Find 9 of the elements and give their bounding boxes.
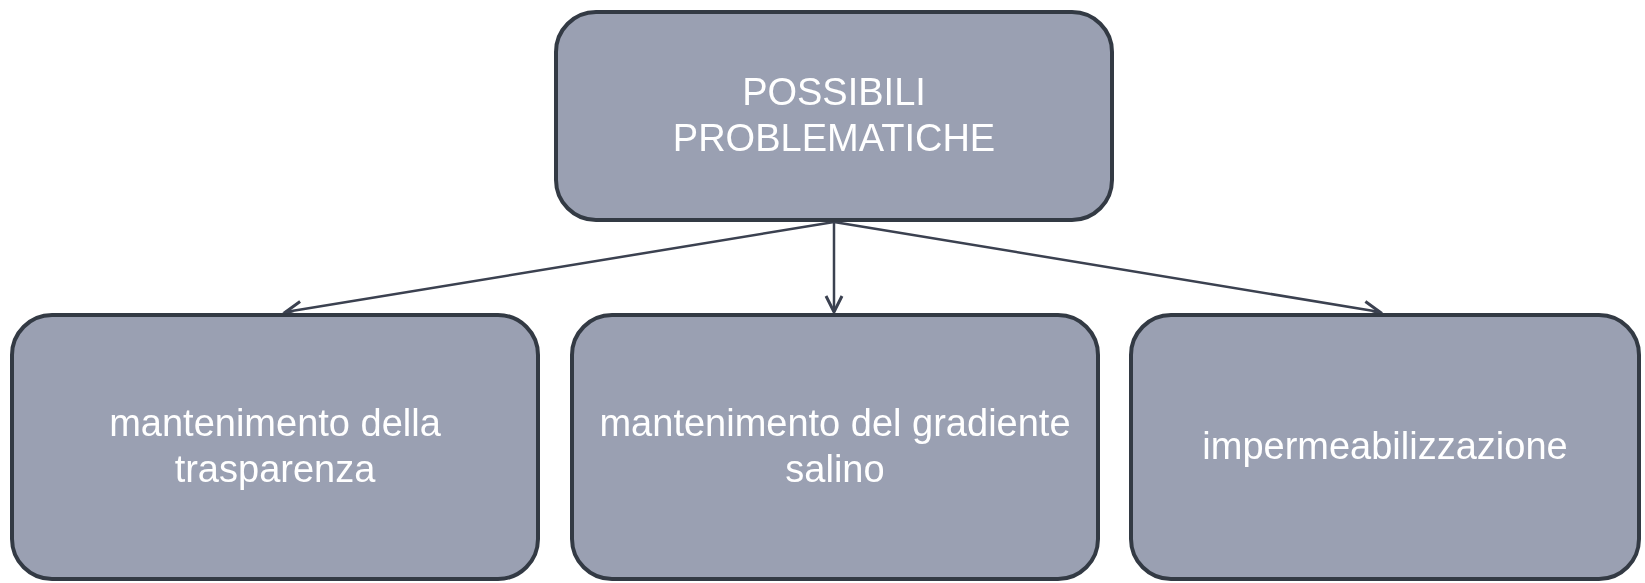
category-box <box>1129 313 1641 581</box>
box-text: mantenimento del gradiente salino <box>598 401 1072 492</box>
category-box <box>570 313 1100 581</box>
box-text: POSSIBILI PROBLEMATICHE <box>671 70 997 161</box>
box-text: impermeabilizzazione <box>1202 424 1568 470</box>
arrow <box>824 222 844 314</box>
box-text: mantenimento della trasparenza <box>108 401 442 492</box>
category-box <box>10 313 540 581</box>
root-box <box>554 10 1114 222</box>
